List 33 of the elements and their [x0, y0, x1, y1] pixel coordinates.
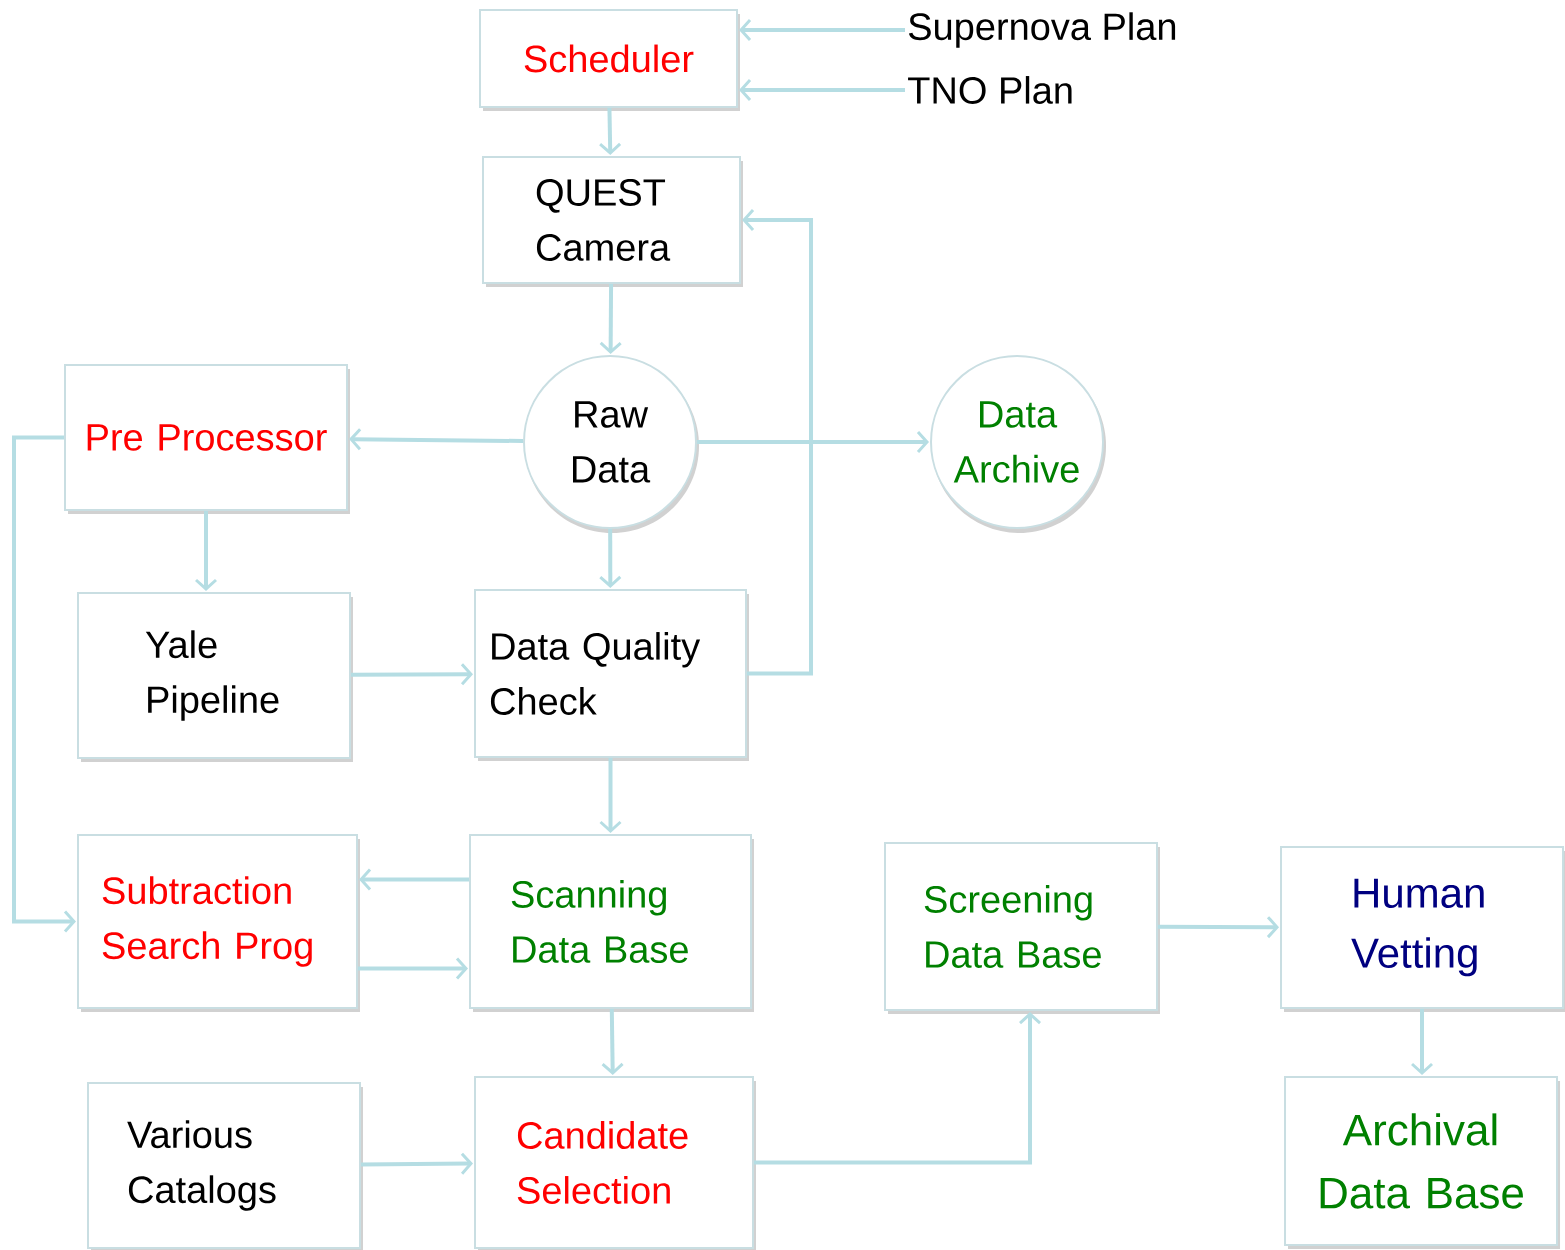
arrow — [349, 428, 524, 451]
plan-label: Supernova Plan — [908, 12, 1176, 48]
process-box: Scheduler — [479, 9, 740, 111]
arrow — [1411, 1009, 1434, 1075]
process-box: Candidate Selection — [474, 1076, 756, 1250]
arrow — [742, 209, 813, 676]
process-box: Data Quality Check — [474, 589, 749, 761]
arrow — [358, 957, 468, 980]
arrow — [739, 19, 905, 41]
process-box: Scanning Data Base — [469, 834, 754, 1012]
arrow — [599, 758, 622, 833]
arrow — [359, 868, 469, 891]
process-box: Pre Processor — [64, 364, 350, 514]
arrow — [739, 79, 905, 101]
process-box: Archival Data Base — [1284, 1076, 1560, 1249]
process-box: Screening Data Base — [884, 842, 1160, 1014]
arrow — [361, 1152, 473, 1175]
process-box: QUEST Camera — [482, 156, 743, 287]
arrow — [599, 284, 622, 354]
process-box: Subtraction Search Prog — [77, 834, 360, 1012]
arrow — [599, 529, 622, 588]
arrow — [697, 431, 929, 453]
arrow — [601, 1008, 624, 1075]
arrow — [599, 107, 622, 155]
arrow — [754, 1012, 1042, 1165]
arrow — [351, 663, 473, 686]
process-box: Human Vetting — [1280, 846, 1565, 1012]
plan-label: TNO Plan — [908, 76, 1072, 104]
arrow — [12, 435, 76, 933]
arrow — [195, 511, 217, 591]
process-box: Various Catalogs — [87, 1082, 363, 1250]
process-box: Yale Pipeline — [77, 592, 353, 762]
arrow — [1158, 916, 1279, 939]
